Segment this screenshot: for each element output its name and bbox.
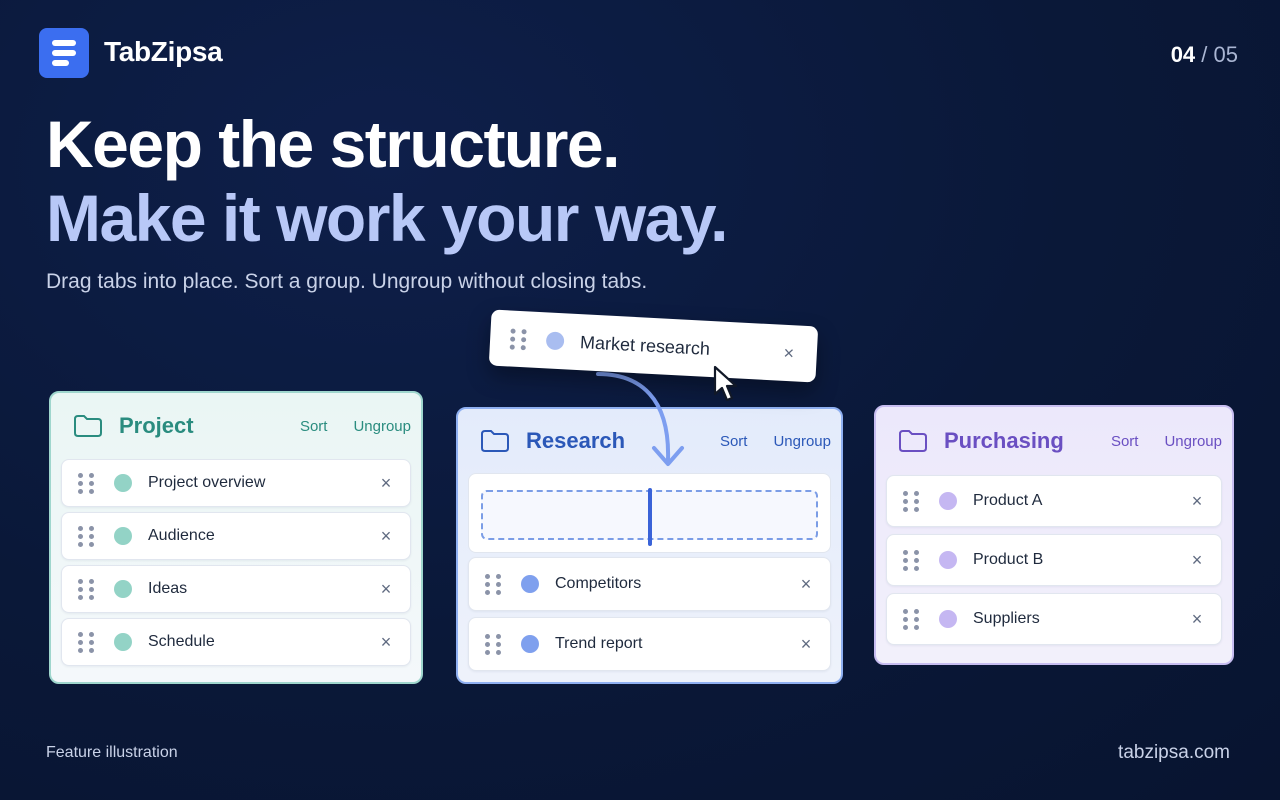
insertion-line xyxy=(647,488,652,546)
group-panel-project: Project Sort Ungroup Project overview × … xyxy=(49,391,423,684)
drop-target-row[interactable] xyxy=(468,473,831,553)
tab-dot-icon xyxy=(114,633,132,651)
group-title: Research xyxy=(526,428,626,453)
pager-separator: / xyxy=(1195,42,1214,67)
ungroup-button[interactable]: Ungroup xyxy=(773,432,831,450)
drag-handle-icon[interactable] xyxy=(903,549,919,571)
close-icon[interactable]: × xyxy=(1191,490,1203,511)
tab-label: Suppliers xyxy=(973,610,1040,627)
drag-arrow-icon xyxy=(596,372,684,466)
drag-handle-icon[interactable] xyxy=(903,490,919,512)
tab-dot-icon xyxy=(521,635,539,653)
sort-button[interactable]: Sort xyxy=(1110,432,1139,450)
drop-zone[interactable] xyxy=(481,488,818,546)
tab-label: Audience xyxy=(148,527,215,544)
close-icon[interactable]: × xyxy=(783,342,795,363)
drag-handle-icon[interactable] xyxy=(78,631,94,653)
tab-dot-icon xyxy=(114,527,132,545)
drag-handle-icon[interactable] xyxy=(78,472,94,494)
headline-line-1: Keep the structure. xyxy=(46,107,620,181)
sort-button[interactable]: Sort xyxy=(719,432,748,450)
tab-label: Project overview xyxy=(148,474,266,491)
tab-label: Trend report xyxy=(555,635,643,652)
close-icon[interactable]: × xyxy=(800,573,812,594)
tab-label: Schedule xyxy=(148,633,215,650)
tab-row[interactable]: Suppliers × xyxy=(886,593,1222,645)
tab-label: Product A xyxy=(973,492,1043,509)
tab-row[interactable]: Product A × xyxy=(886,475,1222,527)
tab-label: Ideas xyxy=(148,580,188,597)
folder-icon xyxy=(899,430,927,452)
tab-dot-icon xyxy=(939,551,957,569)
group-title: Project xyxy=(119,413,194,438)
tab-label: Product B xyxy=(973,551,1044,568)
ungroup-button[interactable]: Ungroup xyxy=(353,417,411,435)
tab-row[interactable]: Project overview × xyxy=(61,459,411,507)
close-icon[interactable]: × xyxy=(380,631,392,652)
sort-button[interactable]: Sort xyxy=(299,417,328,435)
tab-dot-icon xyxy=(545,331,565,351)
footer-website-link[interactable]: tabzipsa.com xyxy=(1118,742,1230,763)
close-icon[interactable]: × xyxy=(380,578,392,599)
close-icon[interactable]: × xyxy=(800,633,812,654)
tab-dot-icon xyxy=(939,492,957,510)
slide-pager: 04 / 05 xyxy=(1171,42,1238,68)
tab-row[interactable]: Trend report × xyxy=(468,617,831,671)
tabzipsa-logo-icon xyxy=(39,28,89,78)
close-icon[interactable]: × xyxy=(380,472,392,493)
group-panel-purchasing: Purchasing Sort Ungroup Product A × Prod… xyxy=(874,405,1234,665)
close-icon[interactable]: × xyxy=(1191,608,1203,629)
tab-row[interactable]: Schedule × xyxy=(61,618,411,666)
headline-line-2: Make it work your way. xyxy=(46,181,729,255)
tab-dot-icon xyxy=(114,474,132,492)
drag-handle-icon[interactable] xyxy=(485,573,501,595)
group-header-research: Research Sort Ungroup xyxy=(468,409,831,473)
group-header-project: Project Sort Ungroup xyxy=(61,393,411,459)
tab-dot-icon xyxy=(521,575,539,593)
pager-current: 04 xyxy=(1170,42,1196,67)
drag-handle-icon[interactable] xyxy=(903,608,919,630)
drag-handle-icon[interactable] xyxy=(78,525,94,547)
tab-label: Competitors xyxy=(555,575,642,592)
group-title: Purchasing xyxy=(944,428,1064,453)
folder-icon xyxy=(481,430,509,452)
group-header-purchasing: Purchasing Sort Ungroup xyxy=(886,407,1222,475)
dragged-tab-label: Market research xyxy=(579,331,711,359)
close-icon[interactable]: × xyxy=(380,525,392,546)
tab-dot-icon xyxy=(114,580,132,598)
folder-icon xyxy=(74,415,102,437)
tab-row[interactable]: Product B × xyxy=(886,534,1222,586)
close-icon[interactable]: × xyxy=(1191,549,1203,570)
subtitle: Drag tabs into place. Sort a group. Ungr… xyxy=(46,270,648,293)
drag-handle-icon[interactable] xyxy=(509,328,527,350)
tab-row[interactable]: Ideas × xyxy=(61,565,411,613)
ungroup-button[interactable]: Ungroup xyxy=(1164,432,1222,450)
tab-dot-icon xyxy=(939,610,957,628)
tab-row[interactable]: Competitors × xyxy=(468,557,831,611)
drag-handle-icon[interactable] xyxy=(78,578,94,600)
group-panel-research: Research Sort Ungroup Competitors × Tren… xyxy=(456,407,843,684)
dragged-tab-card[interactable]: Market research × xyxy=(488,309,819,383)
tab-row[interactable]: Audience × xyxy=(61,512,411,560)
brand-name: TabZipsa xyxy=(104,36,223,67)
mouse-pointer-icon xyxy=(713,365,738,402)
footer-caption: Feature illustration xyxy=(46,744,178,761)
pager-total: 05 xyxy=(1213,42,1238,67)
drag-handle-icon[interactable] xyxy=(485,633,501,655)
